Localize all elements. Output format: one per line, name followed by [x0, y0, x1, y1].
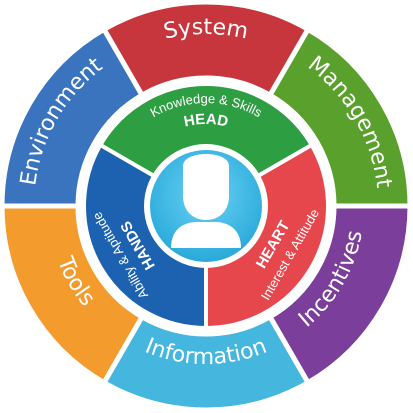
person-icon [171, 154, 241, 248]
center-hub [144, 144, 268, 268]
outer-segment-environment [0, 25, 146, 209]
inner-ring [82, 82, 330, 331]
